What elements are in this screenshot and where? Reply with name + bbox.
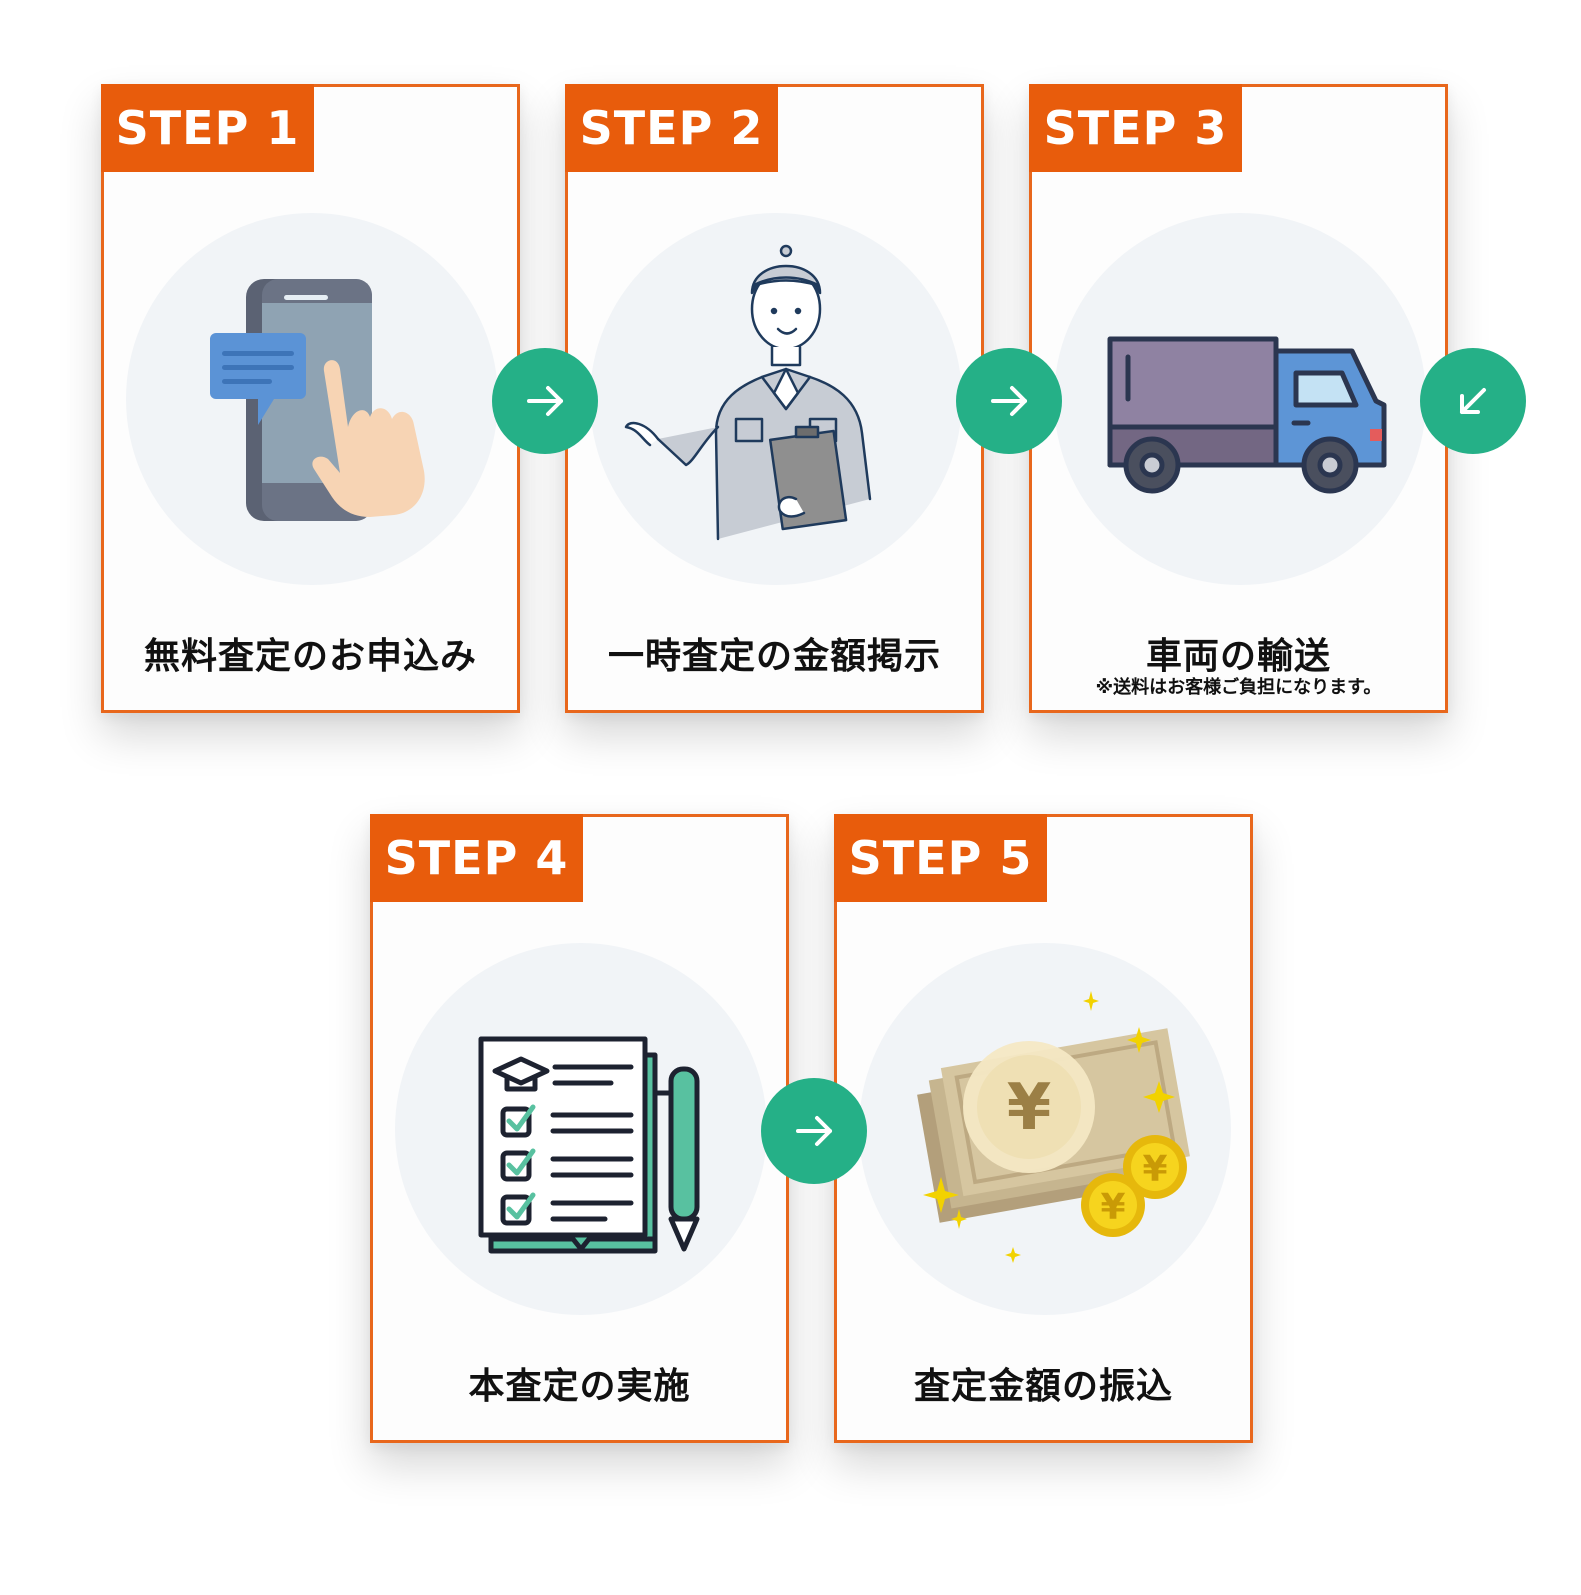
smartphone-tap-icon [210, 279, 425, 521]
illustration-circle [126, 213, 498, 585]
arrow-right-icon [527, 386, 563, 416]
step-card-5: STEP 5 ¥ ¥ ¥ 査定金額の振込 [834, 814, 1253, 1443]
arrow-down-left-icon [1460, 388, 1486, 414]
step-badge: STEP 1 [101, 84, 314, 172]
step-badge: STEP 3 [1029, 84, 1242, 172]
checklist-icon [478, 1036, 700, 1254]
svg-text:¥: ¥ [1100, 1187, 1125, 1228]
worker-clipboard-icon [624, 244, 872, 541]
arrow-right-icon [991, 386, 1027, 416]
svg-text:¥: ¥ [1007, 1071, 1052, 1145]
arrow-step2-to-step3 [956, 348, 1062, 454]
step-title: 車両の輸送 [1145, 636, 1331, 677]
arrow-step1-to-step2 [492, 348, 598, 454]
illustration-circle [590, 213, 962, 585]
illustration-circle [1054, 213, 1426, 585]
shipping-cost-note: ※送料はお客様ご負担になります。 [1095, 677, 1382, 698]
step-card-3: STEP 3 車両の輸送 ※送料はお客様ご負担になります。 [1029, 84, 1448, 713]
svg-text:¥: ¥ [1142, 1149, 1167, 1190]
step-badge: STEP 4 [370, 814, 583, 902]
step-card-1: STEP 1 無料査定のお申込み [101, 84, 520, 713]
step-title: 無料査定のお申込み [143, 636, 477, 677]
step-title: 本査定の実施 [468, 1366, 691, 1407]
arrow-step3-to-step4 [1420, 348, 1526, 454]
step-title: 一時査定の金額掲示 [607, 636, 941, 677]
step-badge: STEP 2 [565, 84, 778, 172]
truck-icon [1107, 336, 1387, 494]
arrow-right-icon [796, 1116, 832, 1146]
yen-money-icon: ¥ ¥ ¥ [917, 991, 1190, 1263]
illustration-circle: ¥ ¥ ¥ [859, 943, 1231, 1315]
step-card-2: STEP 2 一時査定の金額掲示 [565, 84, 984, 713]
arrow-step4-to-step5 [761, 1078, 867, 1184]
step-title: 査定金額の振込 [913, 1366, 1173, 1407]
step-badge: STEP 5 [834, 814, 1047, 902]
step-card-4: STEP 4 本査定の実施 [370, 814, 789, 1443]
illustration-circle [395, 943, 767, 1315]
